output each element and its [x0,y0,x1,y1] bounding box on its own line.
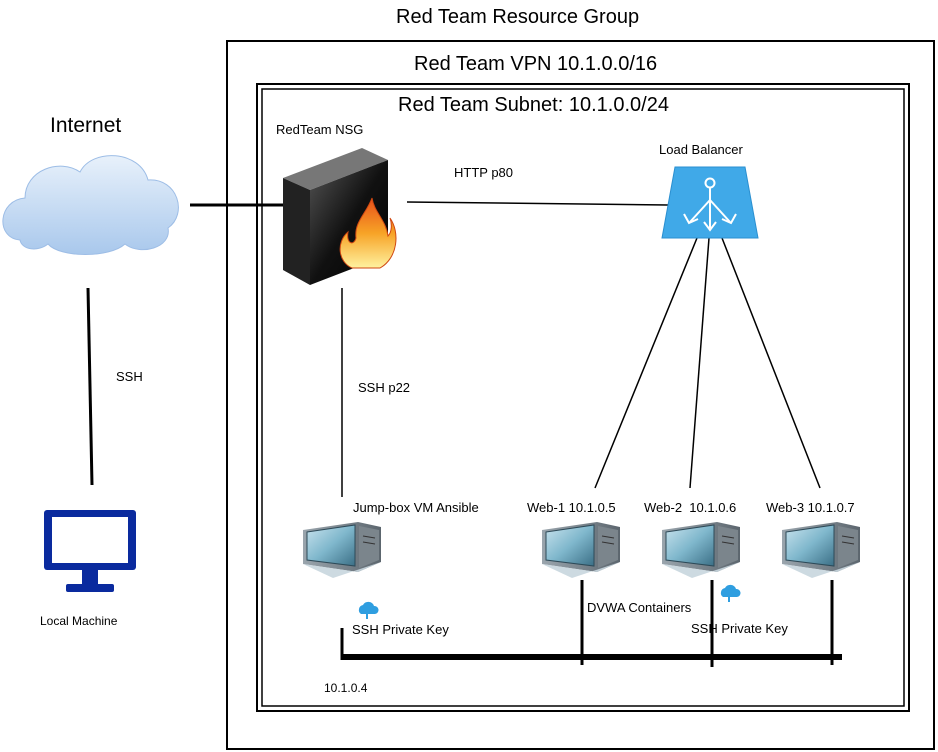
nsg-lb-link [406,201,669,206]
firewall-icon [283,148,397,285]
resource-group-title: Red Team Resource Group [396,6,640,28]
jumpbox-label: Jump-box VM Ansible [353,500,479,515]
jumpbox-vm-icon [302,521,382,579]
subnet-box [261,88,905,707]
jumpbox-ip-label: 10.1.0.4 [324,681,368,695]
subnet-title: Red Team Subnet: 10.1.0.0/24 [398,94,669,116]
web3-vm-icon [781,521,861,579]
lb-web1-link [594,237,698,489]
internet-local-ssh-link [86,287,94,486]
monitor-icon [44,510,136,592]
resource-group-box [226,40,935,750]
web1-label: Web-1 10.1.0.5 [527,500,616,515]
nsg-label: RedTeam NSG [276,122,364,137]
azure-key-icon [720,584,741,602]
vpn-title: Red Team VPN 10.1.0.0/16 [414,53,658,75]
load-balancer-icon [661,166,759,239]
web1-vm-icon [541,521,621,579]
internet-label: Internet [50,114,122,137]
dvwa-label: DVWA Containers [587,600,692,615]
ssh-label: SSH [116,369,143,384]
load-balancer-label: Load Balancer [659,142,743,157]
local-machine-label: Local Machine [40,614,118,628]
ssh-private-key-left: SSH Private Key [352,622,449,637]
web2-label: Web-2 10.1.0.6 [644,500,737,515]
ssh-private-key-right: SSH Private Key [691,621,788,636]
lb-web2-link [689,237,710,489]
lb-web3-link [721,237,821,489]
web2-vm-icon [661,521,741,579]
vpn-box [256,83,910,712]
azure-key-icon [358,601,379,619]
web3-label: Web-3 10.1.0.7 [766,500,855,515]
ssh-p22-label: SSH p22 [358,380,411,395]
http-label: HTTP p80 [454,165,514,180]
cloud-icon [2,155,179,255]
